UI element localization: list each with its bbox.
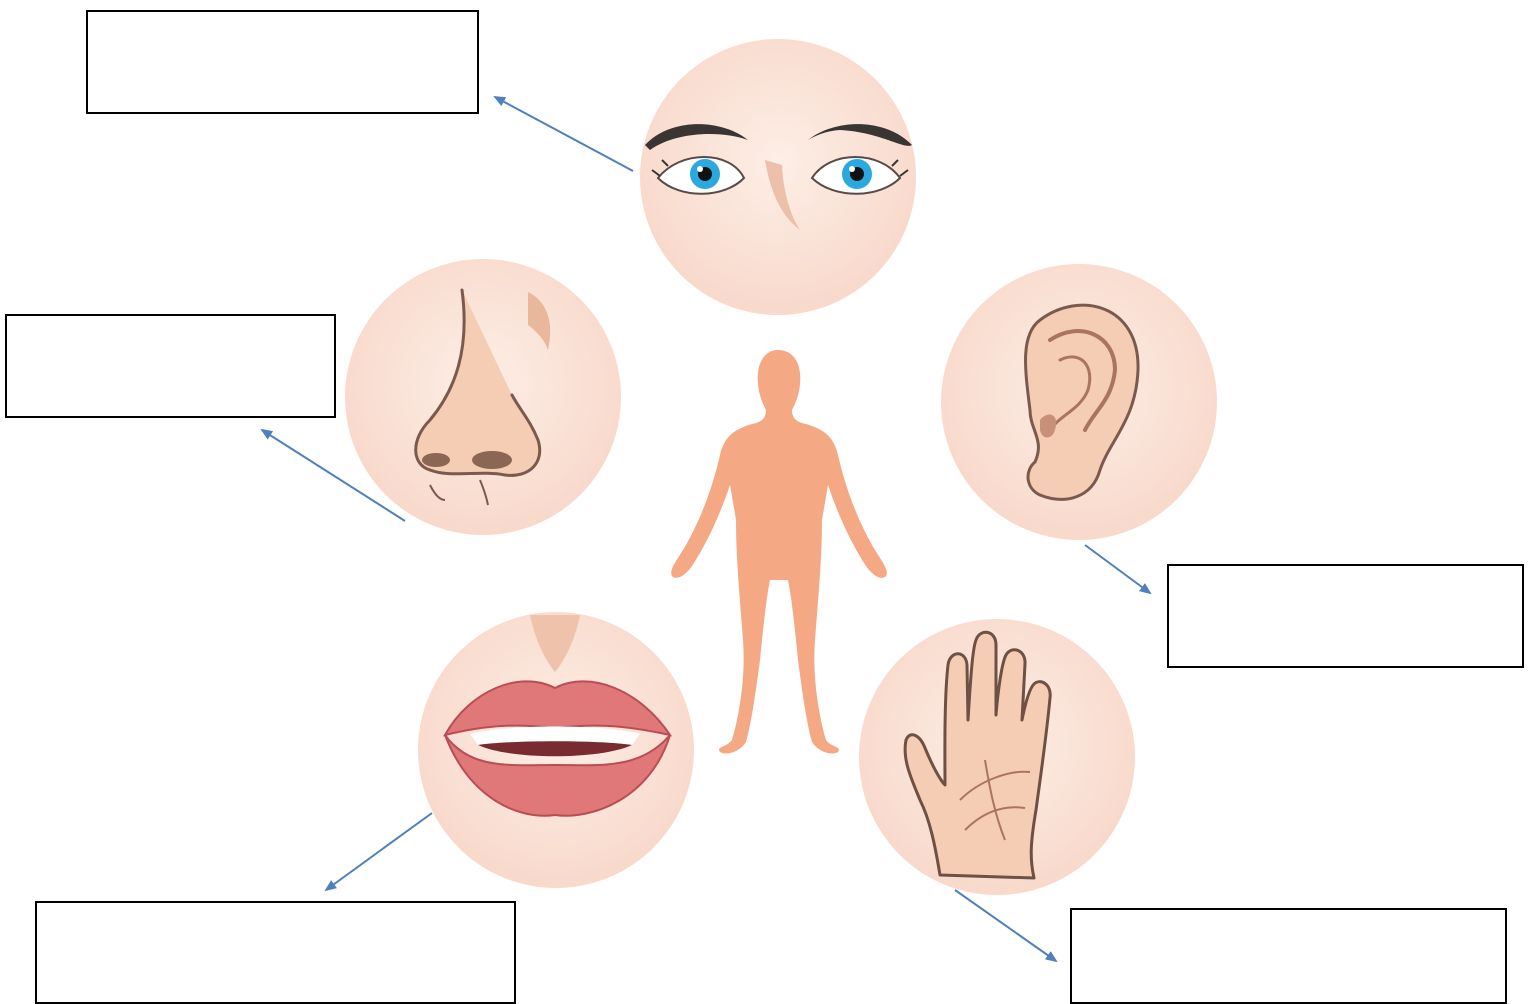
nose-circle xyxy=(345,259,621,535)
answer-box-hand[interactable] xyxy=(1070,908,1507,1004)
human-body-icon xyxy=(671,350,887,754)
answer-box-eyes[interactable] xyxy=(86,10,479,114)
ear-circle xyxy=(941,264,1217,540)
arrow-ear xyxy=(1085,545,1150,593)
arrow-eyes xyxy=(495,97,633,171)
mouth-circle xyxy=(418,612,694,888)
answer-box-mouth[interactable] xyxy=(35,901,516,1004)
hand-circle xyxy=(859,619,1135,895)
answer-box-nose[interactable] xyxy=(5,314,336,418)
arrow-mouth xyxy=(326,813,432,890)
eyes-circle xyxy=(640,39,916,315)
answer-box-ear[interactable] xyxy=(1167,564,1524,668)
arrow-hand xyxy=(955,890,1056,961)
